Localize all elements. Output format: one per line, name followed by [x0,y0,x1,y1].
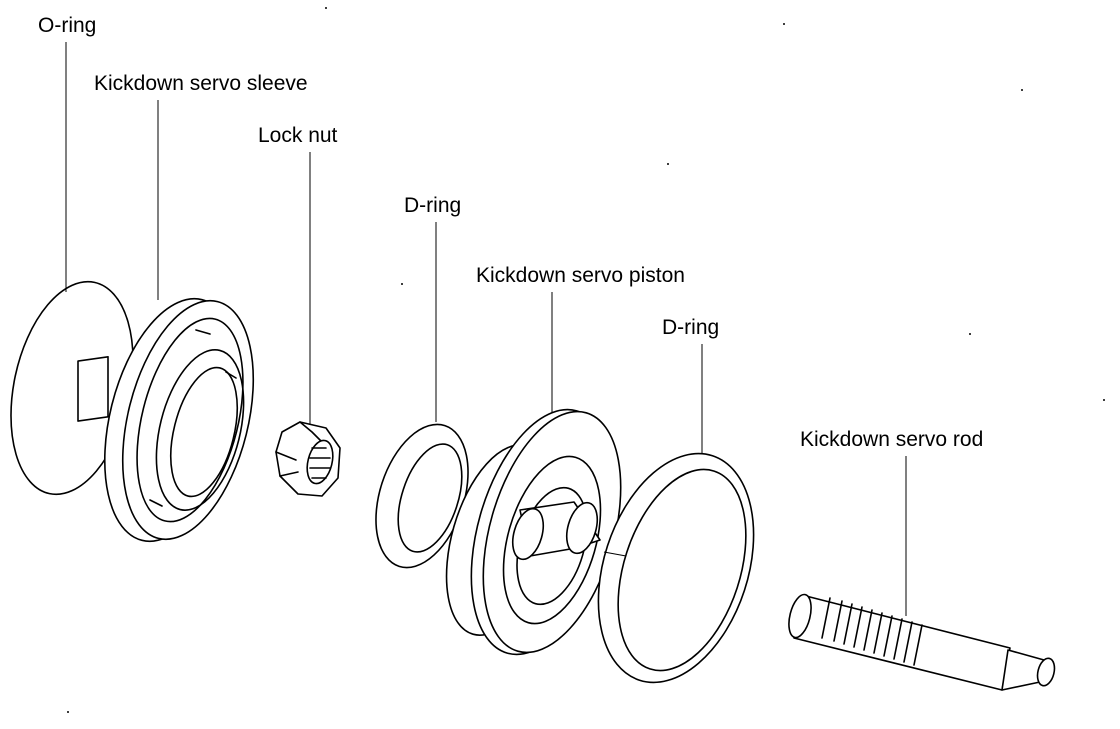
label-locknut: Lock nut [258,124,338,147]
label-dring2: D-ring [662,316,720,339]
piston-part [445,408,622,656]
dring1-part [375,423,469,569]
rod-part [788,593,1056,691]
label-rod: Kickdown servo rod [800,428,984,451]
locknut-part [275,421,341,497]
scan-specks [67,7,1105,713]
sleeve-part [77,297,255,543]
label-sleeve: Kickdown servo sleeve [94,72,308,95]
label-piston: Kickdown servo piston [476,264,685,287]
label-oring: O-ring [38,14,97,37]
label-dring1: D-ring [404,194,462,217]
dring2-part [597,452,755,684]
leader-lines [65,42,907,616]
